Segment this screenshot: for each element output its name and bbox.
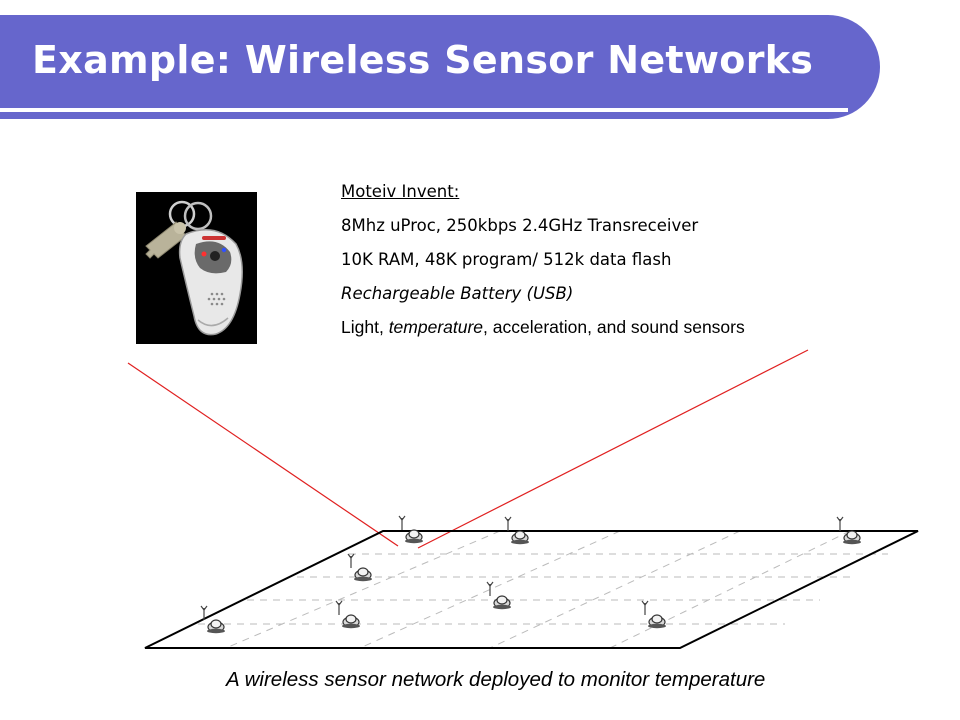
spec-sensors-prefix: Light, — [341, 317, 389, 337]
spec-memory: 10K RAM, 48K program/ 512k data flash — [341, 250, 672, 269]
deployment-field — [144, 530, 919, 649]
title-underline — [0, 108, 848, 112]
spec-heading: Moteiv Invent: — [341, 182, 460, 201]
spec-battery: Rechargeable Battery (USB) — [341, 284, 574, 303]
sensor-mote-photo — [136, 192, 257, 344]
field-grid — [198, 530, 888, 649]
callout-line-right — [417, 349, 809, 549]
diagram-caption: A wireless sensor network deployed to mo… — [226, 668, 766, 691]
title-bar — [0, 15, 880, 119]
spec-sensors-emphasis: temperature — [388, 317, 484, 337]
sensor-node-icon — [335, 600, 361, 629]
spec-sensors: Light, temperature, acceleration, and so… — [341, 317, 781, 338]
spec-sensors-suffix: , acceleration, and sound sensors — [483, 317, 745, 337]
spec-processor: 8Mhz uProc, 250kbps 2.4GHz Transreceiver — [341, 216, 699, 235]
sensor-node-icon — [398, 515, 424, 544]
sensor-node-icon — [486, 581, 512, 610]
callout-line-left — [127, 362, 399, 547]
slide-title: Example: Wireless Sensor Networks — [32, 38, 814, 82]
